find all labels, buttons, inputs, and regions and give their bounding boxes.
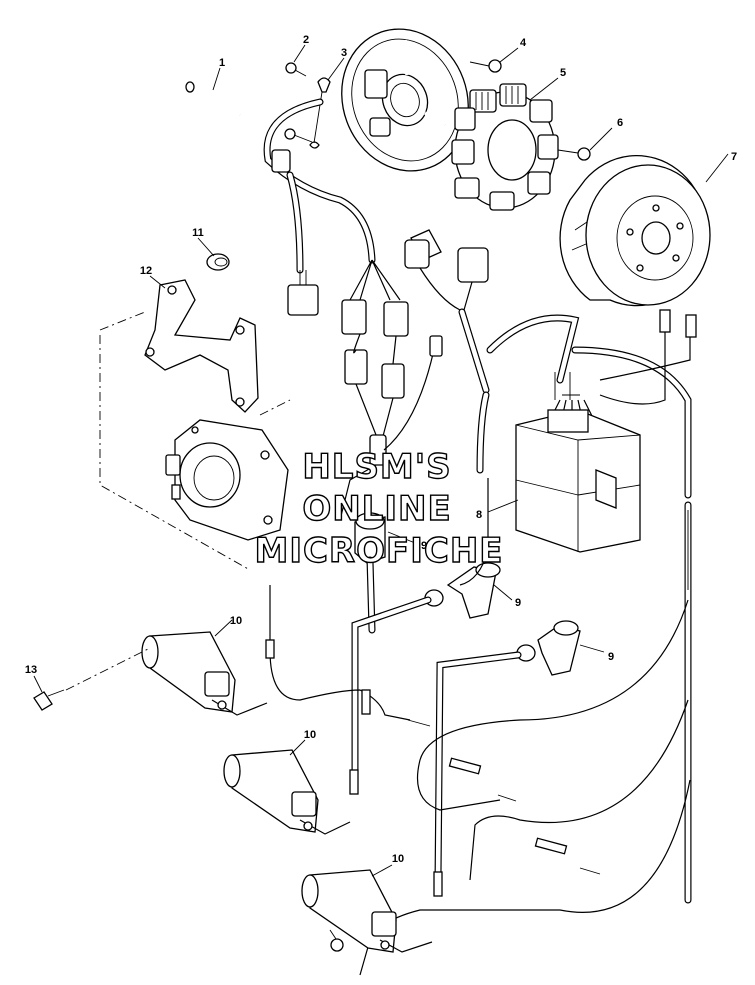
leader-1 [212,67,221,91]
rectifier-harness[interactable] [458,308,697,499]
callout-9-upper: 9 [515,597,521,609]
screw-stator[interactable] [469,59,502,73]
callout-5: 5 [560,67,566,79]
harness-connector-b [341,299,367,335]
leader-13 [33,675,43,693]
leader-10b [289,739,306,756]
watermark: HLSM'S ONLINE MICROFICHE [254,446,503,571]
plug-cap-lower[interactable] [434,620,581,884]
mounting-bracket[interactable] [144,279,259,413]
harness-connector-c [383,301,409,337]
stator-connectors[interactable] [404,229,489,311]
leader-10a [214,619,233,637]
callout-10-1: 10 [230,615,242,627]
leader-5 [529,77,559,101]
leader-6 [589,127,613,151]
callout-2: 2 [303,34,309,46]
watermark-line-2: ONLINE [302,489,451,529]
leader-4 [499,47,519,63]
ignition-coil-3[interactable] [301,869,433,953]
stator-coil[interactable] [451,83,559,211]
flywheel[interactable] [559,155,711,307]
watermark-line-1: HLSM'S [302,447,451,487]
leader-3 [327,57,345,81]
ignition-coil-1[interactable] [141,631,268,716]
leader-9b [493,584,513,601]
callout-9-lower: 9 [608,651,614,663]
engine-housing[interactable] [165,419,289,541]
callout-8: 8 [476,509,482,521]
watermark-line-3: MICROFICHE [254,531,503,571]
coil-guide-line [65,647,151,691]
callout-10-3: 10 [392,853,404,865]
harness-connector-e [381,363,405,399]
bolt-long[interactable] [185,81,241,116]
leader-10c [371,864,393,877]
callout-4: 4 [520,37,527,49]
callout-7: 7 [731,151,737,163]
stator-plate[interactable] [322,11,488,189]
callout-13: 13 [25,664,37,676]
harness-connector-a [287,284,319,316]
plug-cap-upper[interactable] [351,562,501,784]
spacer-nut[interactable] [206,253,230,271]
stator-harness[interactable] [263,98,443,466]
leader-11 [197,237,215,257]
callout-1: 1 [219,57,225,69]
callout-11: 11 [192,227,204,239]
callout-10-2: 10 [304,729,316,741]
callout-9-top: 9 [421,540,427,552]
leader-12 [149,275,166,289]
wire-clamp[interactable] [309,77,331,149]
screw-flywheel[interactable] [557,147,591,161]
leader-7 [705,153,729,183]
leader-2 [293,44,306,63]
leader-9c [579,644,605,653]
leader-9a [387,531,421,546]
callout-3: 3 [341,47,347,59]
callout-12: 12 [140,265,152,277]
callout-labels: 1 2 3 4 5 6 7 8 9 9 9 10 10 10 11 12 13 [25,34,737,865]
callout-6: 6 [617,117,623,129]
mounting-guide-line [99,311,291,571]
ignition-coil-2[interactable] [223,749,351,835]
coil-mounting-screw[interactable] [33,689,65,711]
screw-small-lower[interactable] [284,128,313,143]
wire-terminals[interactable] [265,639,601,897]
harness-connector-d [344,349,368,385]
screw-small[interactable] [285,62,307,77]
leader-8 [487,499,519,513]
rectifier-regulator[interactable] [515,409,641,553]
